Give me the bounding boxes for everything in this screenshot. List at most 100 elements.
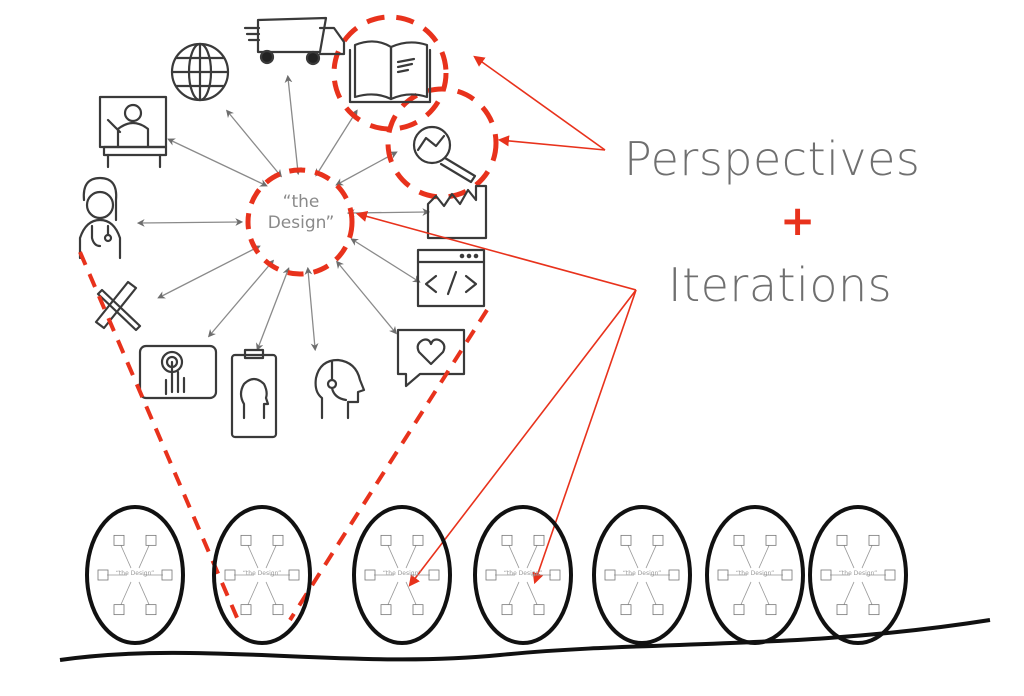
iteration-mini-arrow: [138, 581, 150, 605]
arrow-presenter: [167, 138, 268, 187]
iteration-mini-arrow: [405, 581, 417, 605]
iteration-mini-icon: [145, 604, 157, 616]
iteration-mini-icon: [652, 604, 664, 616]
iteration-mini-icon: [868, 604, 880, 616]
iteration-mini-icon: [272, 534, 284, 546]
arrow-book: [315, 109, 358, 177]
iteration-baseline: [59, 618, 991, 662]
iteration-mini-arrow: [247, 545, 259, 569]
iteration-mini-arrow: [387, 545, 399, 569]
presenter-icon: [98, 95, 168, 169]
iteration-loop: [85, 505, 185, 645]
iteration-mini-icon: [533, 604, 545, 616]
arrow-truck: [284, 74, 302, 176]
iteration-mini-arrow: [645, 581, 657, 605]
iteration-loop: [352, 505, 452, 645]
iteration-mini-icon: [733, 534, 745, 546]
iteration-mini-icon: [113, 604, 125, 616]
iteration-loop: [212, 505, 312, 645]
headline-iterations: Iterations: [668, 258, 893, 312]
iteration-mini-icon: [604, 569, 616, 581]
iteration-mini-arrow: [508, 545, 520, 569]
iteration-mini-icon: [272, 604, 284, 616]
arrow-magnifier: [335, 151, 398, 186]
iteration-mini-arrow: [758, 545, 770, 569]
iteration-mini-icon: [501, 534, 513, 546]
iteration-mini-icon: [781, 569, 793, 581]
book-highlight-circle: [331, 14, 449, 132]
iteration-mini-icon: [884, 569, 896, 581]
iteration-mini-icon: [868, 534, 880, 546]
iteration-mini-arrow: [247, 581, 259, 605]
heart-speech-bubble-icon: [396, 328, 466, 388]
iteration-mini-icon: [145, 534, 157, 546]
iteration-mini-icon: [97, 569, 109, 581]
iteration-mini-icon: [668, 569, 680, 581]
arrow-heart: [336, 260, 397, 335]
iteration-mini-icon: [224, 569, 236, 581]
arrow-code: [350, 238, 421, 283]
iteration-mini-arrow: [405, 545, 417, 569]
iteration-mini-icon: [288, 569, 300, 581]
headline-plus: +: [780, 196, 816, 245]
pencil-ruler-icon: [94, 280, 142, 332]
arrow-touch: [207, 259, 275, 338]
iteration-mini-arrow: [758, 581, 770, 605]
iteration-mini-icon: [733, 604, 745, 616]
iteration-mini-icon: [485, 569, 497, 581]
arrow-tools: [157, 245, 261, 299]
clipboard-head-icon: [230, 348, 278, 439]
iteration-mini-icon: [533, 534, 545, 546]
factory-icon: [426, 184, 488, 240]
headset-person-icon: [314, 358, 366, 420]
arrow-doctor: [136, 218, 244, 227]
center-label-line2: Design”: [267, 213, 335, 233]
iteration-mini-arrow: [740, 545, 752, 569]
iteration-mini-arrow: [120, 545, 132, 569]
iteration-design-label: “the Design”: [116, 570, 154, 577]
iteration-mini-icon: [113, 534, 125, 546]
iteration-mini-icon: [380, 604, 392, 616]
iteration-mini-arrow: [627, 545, 639, 569]
open-book-icon: [348, 40, 432, 104]
iteration-mini-arrow: [861, 581, 873, 605]
iteration-mini-icon: [240, 604, 252, 616]
iteration-mini-icon: [820, 569, 832, 581]
iteration-mini-icon: [412, 604, 424, 616]
iteration-mini-icon: [364, 569, 376, 581]
iteration-mini-arrow: [843, 545, 855, 569]
headline-perspectives: Perspectives: [624, 132, 921, 186]
arrow-clipboard: [256, 267, 290, 351]
arrow-factory: [346, 208, 431, 217]
arrow-headset: [304, 266, 319, 352]
center-design-label: “the Design”: [251, 192, 351, 234]
iteration-loops: “the Design” “the Design” “the Design” “the…: [59, 505, 991, 662]
iteration-mini-icon: [428, 569, 440, 581]
iteration-mini-icon: [380, 534, 392, 546]
iteration-mini-icon: [652, 534, 664, 546]
iteration-mini-icon: [549, 569, 561, 581]
center-label-line1: “the: [282, 192, 320, 212]
iteration-mini-icon: [620, 534, 632, 546]
iteration-mini-arrow: [526, 581, 538, 605]
iteration-loop: [473, 505, 573, 645]
iteration-loop: [808, 505, 908, 645]
iteration-design-label: “the Design”: [383, 570, 421, 577]
iteration-mini-icon: [717, 569, 729, 581]
arrow-globe: [226, 109, 282, 178]
iteration-mini-icon: [161, 569, 173, 581]
iteration-mini-icon: [501, 604, 513, 616]
iteration-mini-arrow: [138, 545, 150, 569]
iteration-mini-arrow: [508, 581, 520, 605]
iteration-mini-icon: [240, 534, 252, 546]
iteration-design-label: “the Design”: [736, 570, 774, 577]
delivery-truck-icon: [243, 16, 346, 66]
iteration-design-label: “the Design”: [839, 570, 877, 577]
iteration-mini-icon: [765, 534, 777, 546]
iteration-mini-arrow: [387, 581, 399, 605]
iteration-mini-icon: [836, 604, 848, 616]
doctor-icon: [78, 176, 122, 260]
iteration-mini-icon: [620, 604, 632, 616]
magnifier-chart-icon: [412, 125, 477, 184]
